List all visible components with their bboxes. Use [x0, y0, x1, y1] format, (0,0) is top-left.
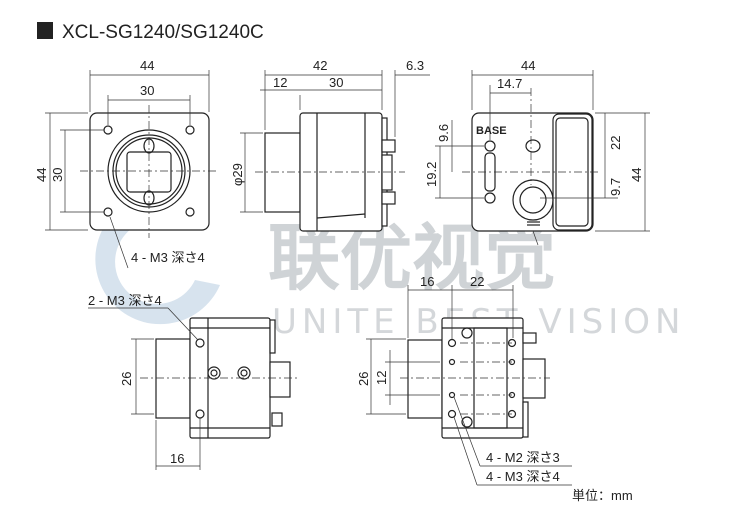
- bottom-right-height-inner: 12: [374, 371, 389, 385]
- side-diameter: φ29: [230, 163, 245, 186]
- bottom-left-depth: 16: [170, 451, 184, 466]
- bottom-right-view: [366, 285, 572, 486]
- side-body-length: 30: [329, 75, 343, 90]
- title-square-icon: [37, 22, 53, 39]
- rear-dim-b: 19.2: [424, 162, 439, 187]
- front-height-outer: 44: [34, 168, 49, 182]
- side-connector-length: 6.3: [406, 58, 424, 73]
- side-view: [240, 70, 430, 232]
- rear-width: 44: [521, 58, 535, 73]
- bottom-right-dim-b: 22: [470, 274, 484, 289]
- page-title: XCL-SG1240/SG1240C: [62, 22, 264, 43]
- rear-dim-a: 9.6: [436, 124, 451, 142]
- base-label: BASE: [476, 125, 507, 137]
- front-width-outer: 44: [140, 58, 154, 73]
- rear-view: [435, 70, 650, 246]
- bottom-left-hole-note: 2 - M3 深さ4: [88, 293, 162, 308]
- unit-label: 単位：mm: [572, 488, 633, 503]
- rear-dim-d: 9.7: [608, 178, 623, 196]
- front-height-inner: 30: [50, 168, 65, 182]
- bottom-right-dim-a: 16: [420, 274, 434, 289]
- bottom-right-height-outer: 26: [356, 372, 371, 386]
- side-mount-length: 12: [273, 75, 287, 90]
- m2-hole-note: 4 - M2 深さ3: [486, 450, 560, 465]
- rear-height: 44: [629, 168, 644, 182]
- bottom-left-view: [88, 307, 298, 470]
- rear-offset: 14.7: [497, 76, 522, 91]
- front-view: [45, 70, 218, 269]
- rear-dim-c: 22: [608, 136, 623, 150]
- front-width-inner: 30: [140, 83, 154, 98]
- front-hole-note: 4 - M3 深さ4: [131, 250, 205, 265]
- side-length-total: 42: [313, 58, 327, 73]
- m3-hole-note: 4 - M3 深さ4: [486, 469, 560, 484]
- bottom-left-height: 26: [119, 372, 134, 386]
